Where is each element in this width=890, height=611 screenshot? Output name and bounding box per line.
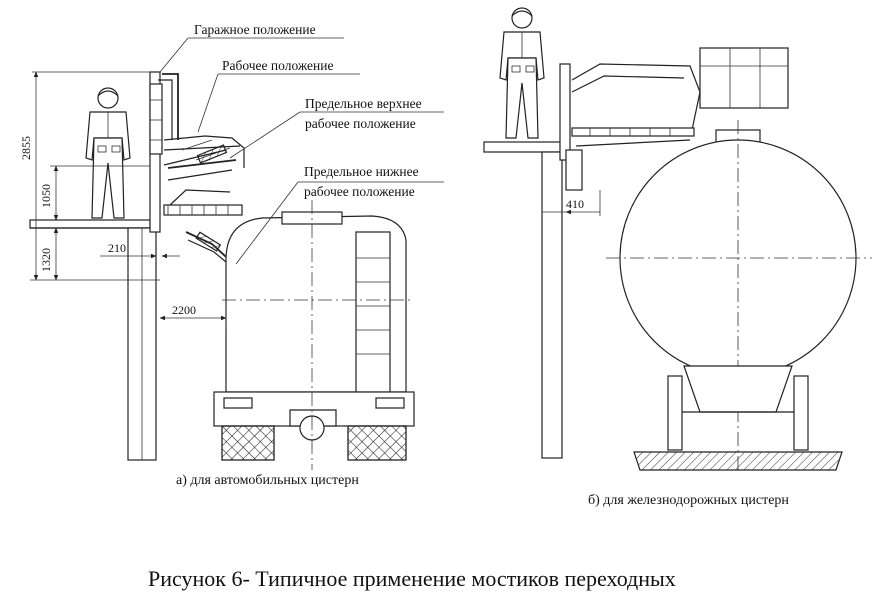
bridge-b-working [571,47,789,147]
auto-tanker [213,200,415,470]
rail-tanker [606,120,872,471]
label-upper-limit-line1: Предельное верхнее [305,96,422,111]
drawing-b-rail-tanker [483,7,872,471]
dim-1050: 1050 [39,184,53,208]
label-lower-limit-line2: рабочее положение [304,184,415,199]
label-working-position: Рабочее положение [222,58,333,73]
loading-rack-column-b [483,63,583,459]
label-lower-limit-line1: Предельное нижнее [304,164,419,179]
caption-b: б) для железнодорожных цистерн [588,493,789,508]
label-upper-limit-line2: рабочее положение [305,116,416,131]
drawing-a-auto-tanker [29,37,444,470]
operator-figure-b [499,7,545,139]
dim-2200: 2200 [172,303,196,317]
bridge-working-position [163,135,245,169]
bridge-garage-position [149,73,179,155]
dim-2855: 2855 [19,136,33,160]
dim-410: 410 [566,197,584,211]
bridge-upper-limit-position [163,149,233,181]
caption-a: а) для автомобильных цистерн [176,473,359,488]
dimension-lines-b [542,190,601,216]
label-garage-position: Гаражное положение [194,22,316,37]
operator-figure [85,87,131,219]
figure-caption: Рисунок 6- Типичное применение мостиков … [148,566,676,591]
leader-lines-a [159,37,444,265]
dim-210: 210 [108,241,126,255]
dimension-lines-a [30,71,227,330]
dim-1320: 1320 [39,248,53,272]
